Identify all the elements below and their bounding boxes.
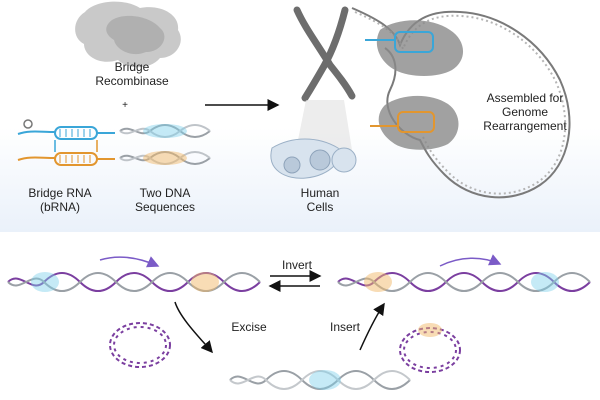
linear-dna-left (7, 256, 261, 292)
recombinase-protein-icon (75, 1, 181, 68)
chromosome-icon (293, 6, 356, 150)
cells-label-line1: Human (300, 186, 340, 200)
dna-label: Two DNA Sequences (125, 186, 205, 214)
assembled-label-line2: Genome (501, 105, 549, 119)
human-cells-icon (270, 138, 357, 179)
recombinase-label: Bridge Recombinase (82, 60, 182, 88)
excise-arrow (174, 301, 213, 354)
complex-bottom-icon (370, 95, 459, 150)
cells-label-line2: Cells (306, 200, 334, 214)
plus-sign: + (122, 100, 128, 111)
recombinase-label-line1: Bridge (114, 60, 150, 74)
bridge-rna-icon (17, 119, 115, 166)
recombinase-label-line2: Recombinase (95, 74, 169, 88)
dna-sequences-icon (119, 124, 211, 165)
linear-dna-right (337, 254, 591, 292)
bridge-rna-label: Bridge RNA (bRNA) (20, 186, 100, 214)
insert-label: Insert (329, 320, 360, 334)
excise-label: Excise (231, 320, 267, 334)
dna-label-line2: Sequences (134, 200, 196, 214)
cells-label: Human Cells (290, 186, 350, 214)
complex-top-icon (365, 20, 464, 76)
circular-dna-left (109, 322, 171, 368)
linear-dna-bottom (229, 370, 411, 390)
invert-label: Invert (281, 258, 312, 272)
insert-arrow (359, 302, 385, 351)
assembled-label: Assembled for Genome Rearrangement (470, 91, 580, 133)
assembled-label-line1: Assembled for (486, 91, 564, 105)
bridge-rna-label-line1: Bridge RNA (28, 186, 92, 200)
dna-label-line1: Two DNA (139, 186, 191, 200)
assembled-label-line3: Rearrangement (483, 119, 567, 133)
bridge-rna-label-line2: (bRNA) (39, 200, 80, 214)
circular-dna-right (399, 323, 461, 373)
